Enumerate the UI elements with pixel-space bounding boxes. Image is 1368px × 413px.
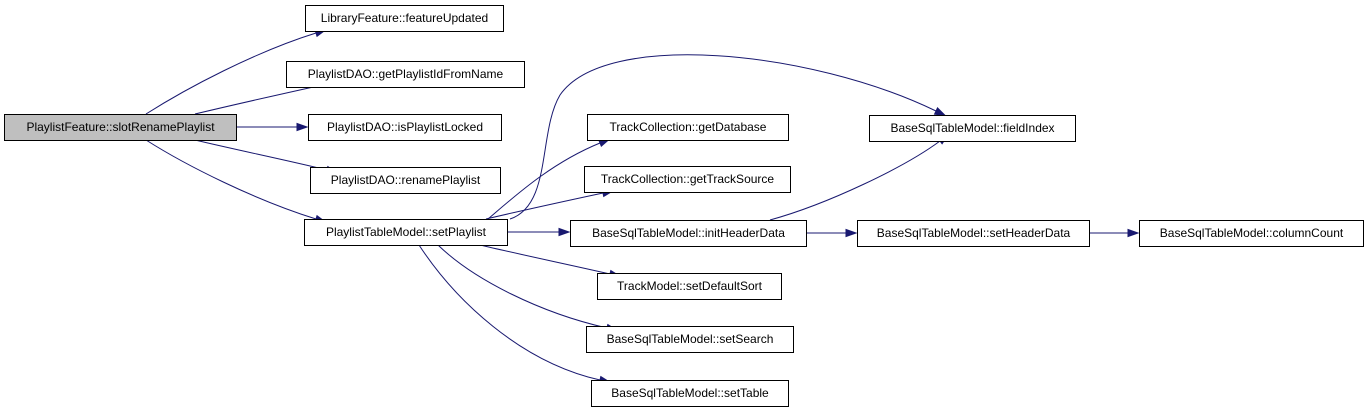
node-setPlaylist[interactable]: PlaylistTableModel::setPlaylist <box>304 219 508 246</box>
node-box <box>869 115 1076 142</box>
edge-arrowhead <box>1127 228 1140 238</box>
edge-root-to-setPlaylist <box>145 139 327 223</box>
edge-line <box>769 140 941 221</box>
node-libraryFeatureUpdated[interactable]: LibraryFeature::featureUpdated <box>305 5 504 32</box>
node-setTable[interactable]: BaseSqlTableModel::setTable <box>591 380 789 407</box>
node-label: TrackCollection::getTrackSource <box>601 172 775 186</box>
node-renamePlaylist[interactable]: PlaylistDAO::renamePlaylist <box>310 167 501 194</box>
node-box <box>584 166 791 193</box>
edge-line <box>418 244 601 381</box>
node-box <box>597 273 782 300</box>
edge-line <box>145 32 317 115</box>
node-fieldIndex[interactable]: BaseSqlTableModel::fieldIndex <box>869 115 1076 142</box>
node-box <box>305 5 504 32</box>
edge-line <box>509 54 937 220</box>
node-label: BaseSqlTableModel::fieldIndex <box>890 121 1054 135</box>
node-columnCount[interactable]: BaseSqlTableModel::columnCount <box>1139 220 1364 247</box>
node-getDatabase[interactable]: TrackCollection::getDatabase <box>587 114 789 141</box>
edge-line <box>487 142 601 220</box>
edge-initHeaderData-to-setHeaderData <box>806 228 858 238</box>
edge-setPlaylist-to-fieldIndex <box>509 54 947 220</box>
node-root[interactable]: PlaylistFeature::slotRenamePlaylist <box>4 114 237 141</box>
node-setDefaultSort[interactable]: TrackModel::setDefaultSort <box>597 273 782 300</box>
node-box <box>1139 220 1364 247</box>
node-label: PlaylistDAO::getPlaylistIdFromName <box>308 67 504 81</box>
node-label: BaseSqlTableModel::initHeaderData <box>592 226 785 240</box>
edge-line <box>479 244 611 275</box>
node-label: PlaylistTableModel::setPlaylist <box>326 225 487 239</box>
node-label: TrackModel::setDefaultSort <box>617 279 763 293</box>
node-box <box>310 167 501 194</box>
node-setHeaderData[interactable]: BaseSqlTableModel::setHeaderData <box>857 220 1090 247</box>
node-box <box>586 326 794 353</box>
edge-line <box>485 192 604 220</box>
node-box <box>286 61 525 88</box>
node-label: TrackCollection::getDatabase <box>610 120 767 134</box>
node-label: BaseSqlTableModel::setHeaderData <box>877 226 1071 240</box>
edge-setHeaderData-to-columnCount <box>1089 228 1140 238</box>
node-isPlaylistLocked[interactable]: PlaylistDAO::isPlaylistLocked <box>308 114 502 141</box>
edge-arrowhead <box>845 228 858 238</box>
node-label: BaseSqlTableModel::setSearch <box>607 332 774 346</box>
nodes-layer: PlaylistFeature::slotRenamePlaylist Libra… <box>4 5 1364 407</box>
edge-initHeaderData-to-fieldIndex <box>769 134 950 221</box>
node-label: BaseSqlTableModel::setTable <box>611 386 769 400</box>
node-box <box>587 114 789 141</box>
edge-line <box>194 83 328 115</box>
edge-arrowhead <box>933 106 947 117</box>
edge-line <box>145 139 317 220</box>
node-getPlaylistIdFromName[interactable]: PlaylistDAO::getPlaylistIdFromName <box>286 61 525 88</box>
edge-root-to-isPlaylistLocked <box>236 122 309 132</box>
node-box <box>570 220 807 247</box>
node-label: LibraryFeature::featureUpdated <box>321 11 488 25</box>
node-box <box>4 114 237 141</box>
node-label: PlaylistDAO::renamePlaylist <box>331 173 481 187</box>
edge-arrowhead <box>558 227 571 237</box>
node-box <box>308 114 502 141</box>
node-label: PlaylistFeature::slotRenamePlaylist <box>26 120 215 134</box>
node-box <box>591 380 789 407</box>
edge-setPlaylist-to-setDefaultSort <box>479 244 622 278</box>
node-box <box>857 220 1090 247</box>
edge-setPlaylist-to-initHeaderData <box>507 227 571 237</box>
node-label: PlaylistDAO::isPlaylistLocked <box>327 120 483 134</box>
node-box <box>304 219 508 246</box>
edge-setPlaylist-to-setSearch <box>437 244 619 332</box>
edge-setPlaylist-to-setTable <box>418 244 612 384</box>
edge-line <box>437 244 608 329</box>
node-setSearch[interactable]: BaseSqlTableModel::setSearch <box>586 326 794 353</box>
edge-line <box>194 139 328 171</box>
edge-arrowhead <box>296 122 309 132</box>
node-initHeaderData[interactable]: BaseSqlTableModel::initHeaderData <box>570 220 807 247</box>
node-label: BaseSqlTableModel::columnCount <box>1160 226 1344 240</box>
node-getTrackSource[interactable]: TrackCollection::getTrackSource <box>584 166 791 193</box>
